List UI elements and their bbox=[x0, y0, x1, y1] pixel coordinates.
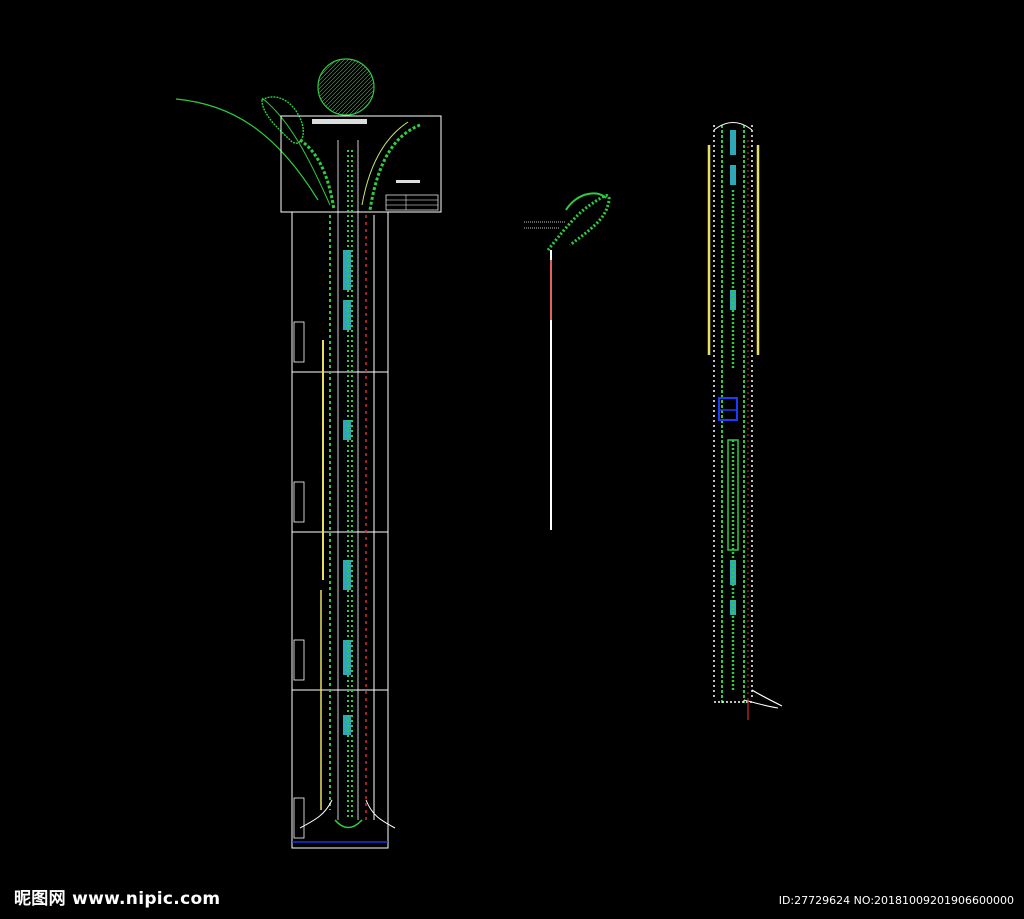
blue-marker-box bbox=[718, 397, 738, 421]
title-bar bbox=[312, 119, 367, 124]
watermark-id: ID:27729624 NO:20181009201906600000 bbox=[778, 894, 1014, 907]
sheet-label-blocks bbox=[293, 321, 305, 839]
key-plan bbox=[524, 192, 611, 530]
curved-road-line bbox=[175, 98, 319, 201]
corridor-lines bbox=[329, 140, 375, 820]
main-layout-plan bbox=[175, 58, 442, 849]
entrance-planting-right bbox=[368, 123, 421, 211]
legend-box bbox=[385, 194, 439, 211]
overall-planting-plan bbox=[707, 122, 783, 720]
title-block-frame bbox=[280, 115, 442, 213]
round-plaza bbox=[317, 58, 375, 116]
entrance-planting-left bbox=[299, 138, 336, 211]
planting-island bbox=[261, 96, 304, 144]
corridor-end-curves bbox=[299, 799, 333, 829]
key-plan-planting bbox=[546, 194, 611, 251]
section-sheet-frame bbox=[291, 689, 389, 849]
watermark-site: 昵图网 www.nipic.com bbox=[14, 889, 221, 909]
water-features bbox=[343, 250, 351, 735]
central-planting bbox=[347, 150, 353, 820]
plan-end-curves bbox=[751, 689, 783, 707]
curved-road-line-2 bbox=[261, 97, 331, 206]
